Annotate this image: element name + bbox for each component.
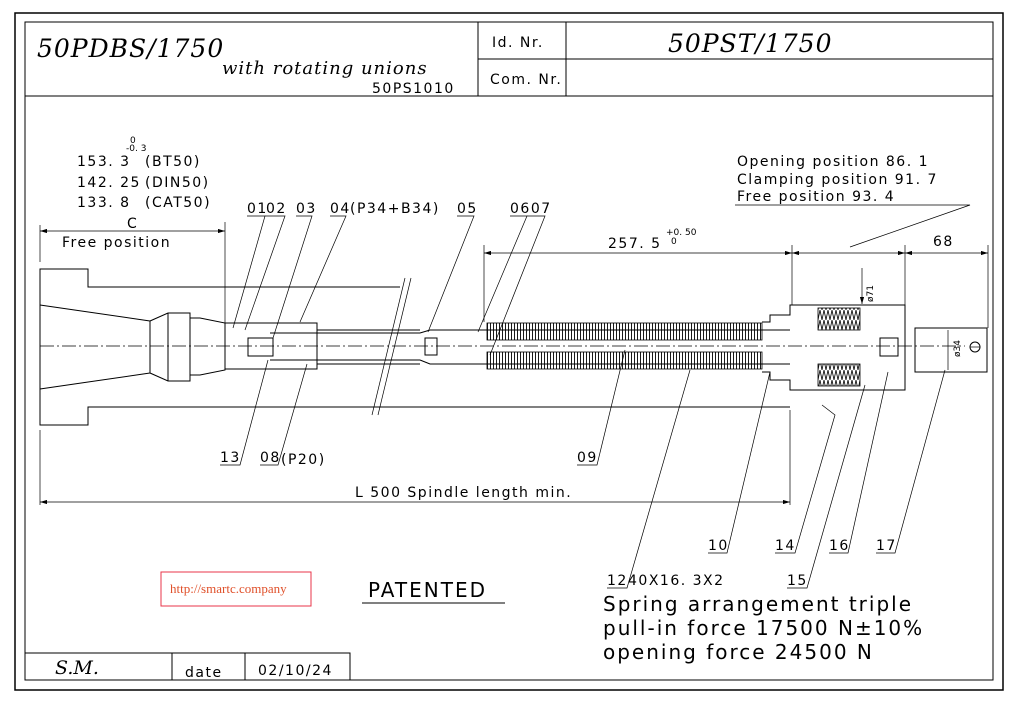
c-dimension-values: 153. 3 0 -0. 3 (BT50) 142. 25 (DIN50) 13…: [39, 136, 226, 330]
label-13: 13: [220, 450, 241, 466]
label-17: 17: [876, 538, 897, 554]
spring-arrangement-note: Spring arrangement triple: [603, 592, 913, 616]
label-05: 05: [457, 201, 478, 217]
right-dimensions: 257. 5 +0. 50 0 68 ø71 ø34 Opening posit…: [39, 154, 989, 505]
label-09: 09: [577, 450, 598, 466]
footer-block: S.M. date 02/10/24: [25, 652, 351, 681]
label-15: 15: [787, 573, 808, 589]
stroke-tol-upper: +0. 50: [666, 228, 697, 238]
clamping-position: Clamping position 91. 7: [737, 172, 938, 188]
label-04-note: (P34+B34): [350, 201, 440, 217]
outer-frame: [14, 12, 1004, 691]
pull-in-force-note: pull-in force 17500 N±10%: [603, 616, 924, 640]
c-tol-lower: -0. 3: [126, 144, 146, 154]
free-position: Free position 93. 4: [737, 189, 895, 205]
id-value: 50PST/1750: [668, 29, 832, 58]
date-label: date: [185, 665, 223, 681]
model-title: 50PDBS/1750: [37, 34, 224, 63]
label-08-note: (P20): [281, 452, 326, 468]
author-initials: S.M.: [55, 657, 99, 679]
opening-position: Opening position 86. 1: [737, 154, 929, 170]
label-03: 03: [296, 201, 317, 217]
title-block: 50PDBS/1750 with rotating unions 50PS101…: [25, 22, 993, 97]
disc-springs-bottom: [817, 363, 861, 387]
spindle-body: [39, 268, 988, 426]
part-labels: 01 02 03 04 (P34+B34) 05 0607 13 08 (P20…: [220, 201, 946, 589]
spring-stack-bottom: [486, 351, 763, 370]
c-cat50-standard: (CAT50): [145, 195, 211, 211]
label-0607: 0607: [510, 201, 552, 217]
c-din50-value: 142. 25: [77, 175, 141, 191]
label-02: 02: [266, 201, 287, 217]
label-16: 16: [829, 538, 850, 554]
c-label: C: [127, 216, 138, 232]
c-cat50-value: 133. 8: [77, 195, 131, 211]
c-tol-upper: 0: [130, 136, 136, 146]
c-bt50-value: 153. 3: [77, 154, 131, 170]
disc-springs-top: [817, 307, 861, 331]
stroke-tol-lower: 0: [671, 237, 677, 247]
label-08: 08: [260, 450, 281, 466]
com-label: Com. Nr.: [490, 72, 562, 88]
label-04: 04: [330, 201, 351, 217]
label-10: 10: [708, 538, 729, 554]
opening-force-note: opening force 24500 N: [603, 640, 874, 664]
stroke-dimension: 257. 5: [608, 236, 662, 252]
label-12-note: 40X16. 3X2: [628, 573, 725, 589]
dia-71: ø71: [866, 285, 876, 302]
spindle-length: L 500 Spindle length min.: [355, 485, 572, 501]
watermark-box: [160, 571, 312, 607]
drawing-code: 50PS1010: [372, 81, 455, 97]
label-01: 01: [247, 201, 268, 217]
c-din50-standard: (DIN50): [145, 175, 210, 191]
patented-note: PATENTED: [368, 578, 487, 602]
date-value: 02/10/24: [258, 663, 333, 679]
id-label: Id. Nr.: [492, 35, 544, 51]
watermark-link[interactable]: http://smartc.company: [170, 581, 287, 596]
label-14: 14: [775, 538, 796, 554]
dia-34: ø34: [953, 340, 963, 357]
end-length-dimension: 68: [933, 234, 954, 250]
spring-stack-top: [486, 322, 763, 341]
label-12: 12: [607, 573, 628, 589]
rotating-union: [914, 327, 988, 373]
subtitle: with rotating unions: [222, 58, 428, 79]
c-free-position: Free position: [62, 235, 171, 251]
c-bt50-standard: (BT50): [145, 154, 201, 170]
inner-frame: [24, 21, 994, 681]
